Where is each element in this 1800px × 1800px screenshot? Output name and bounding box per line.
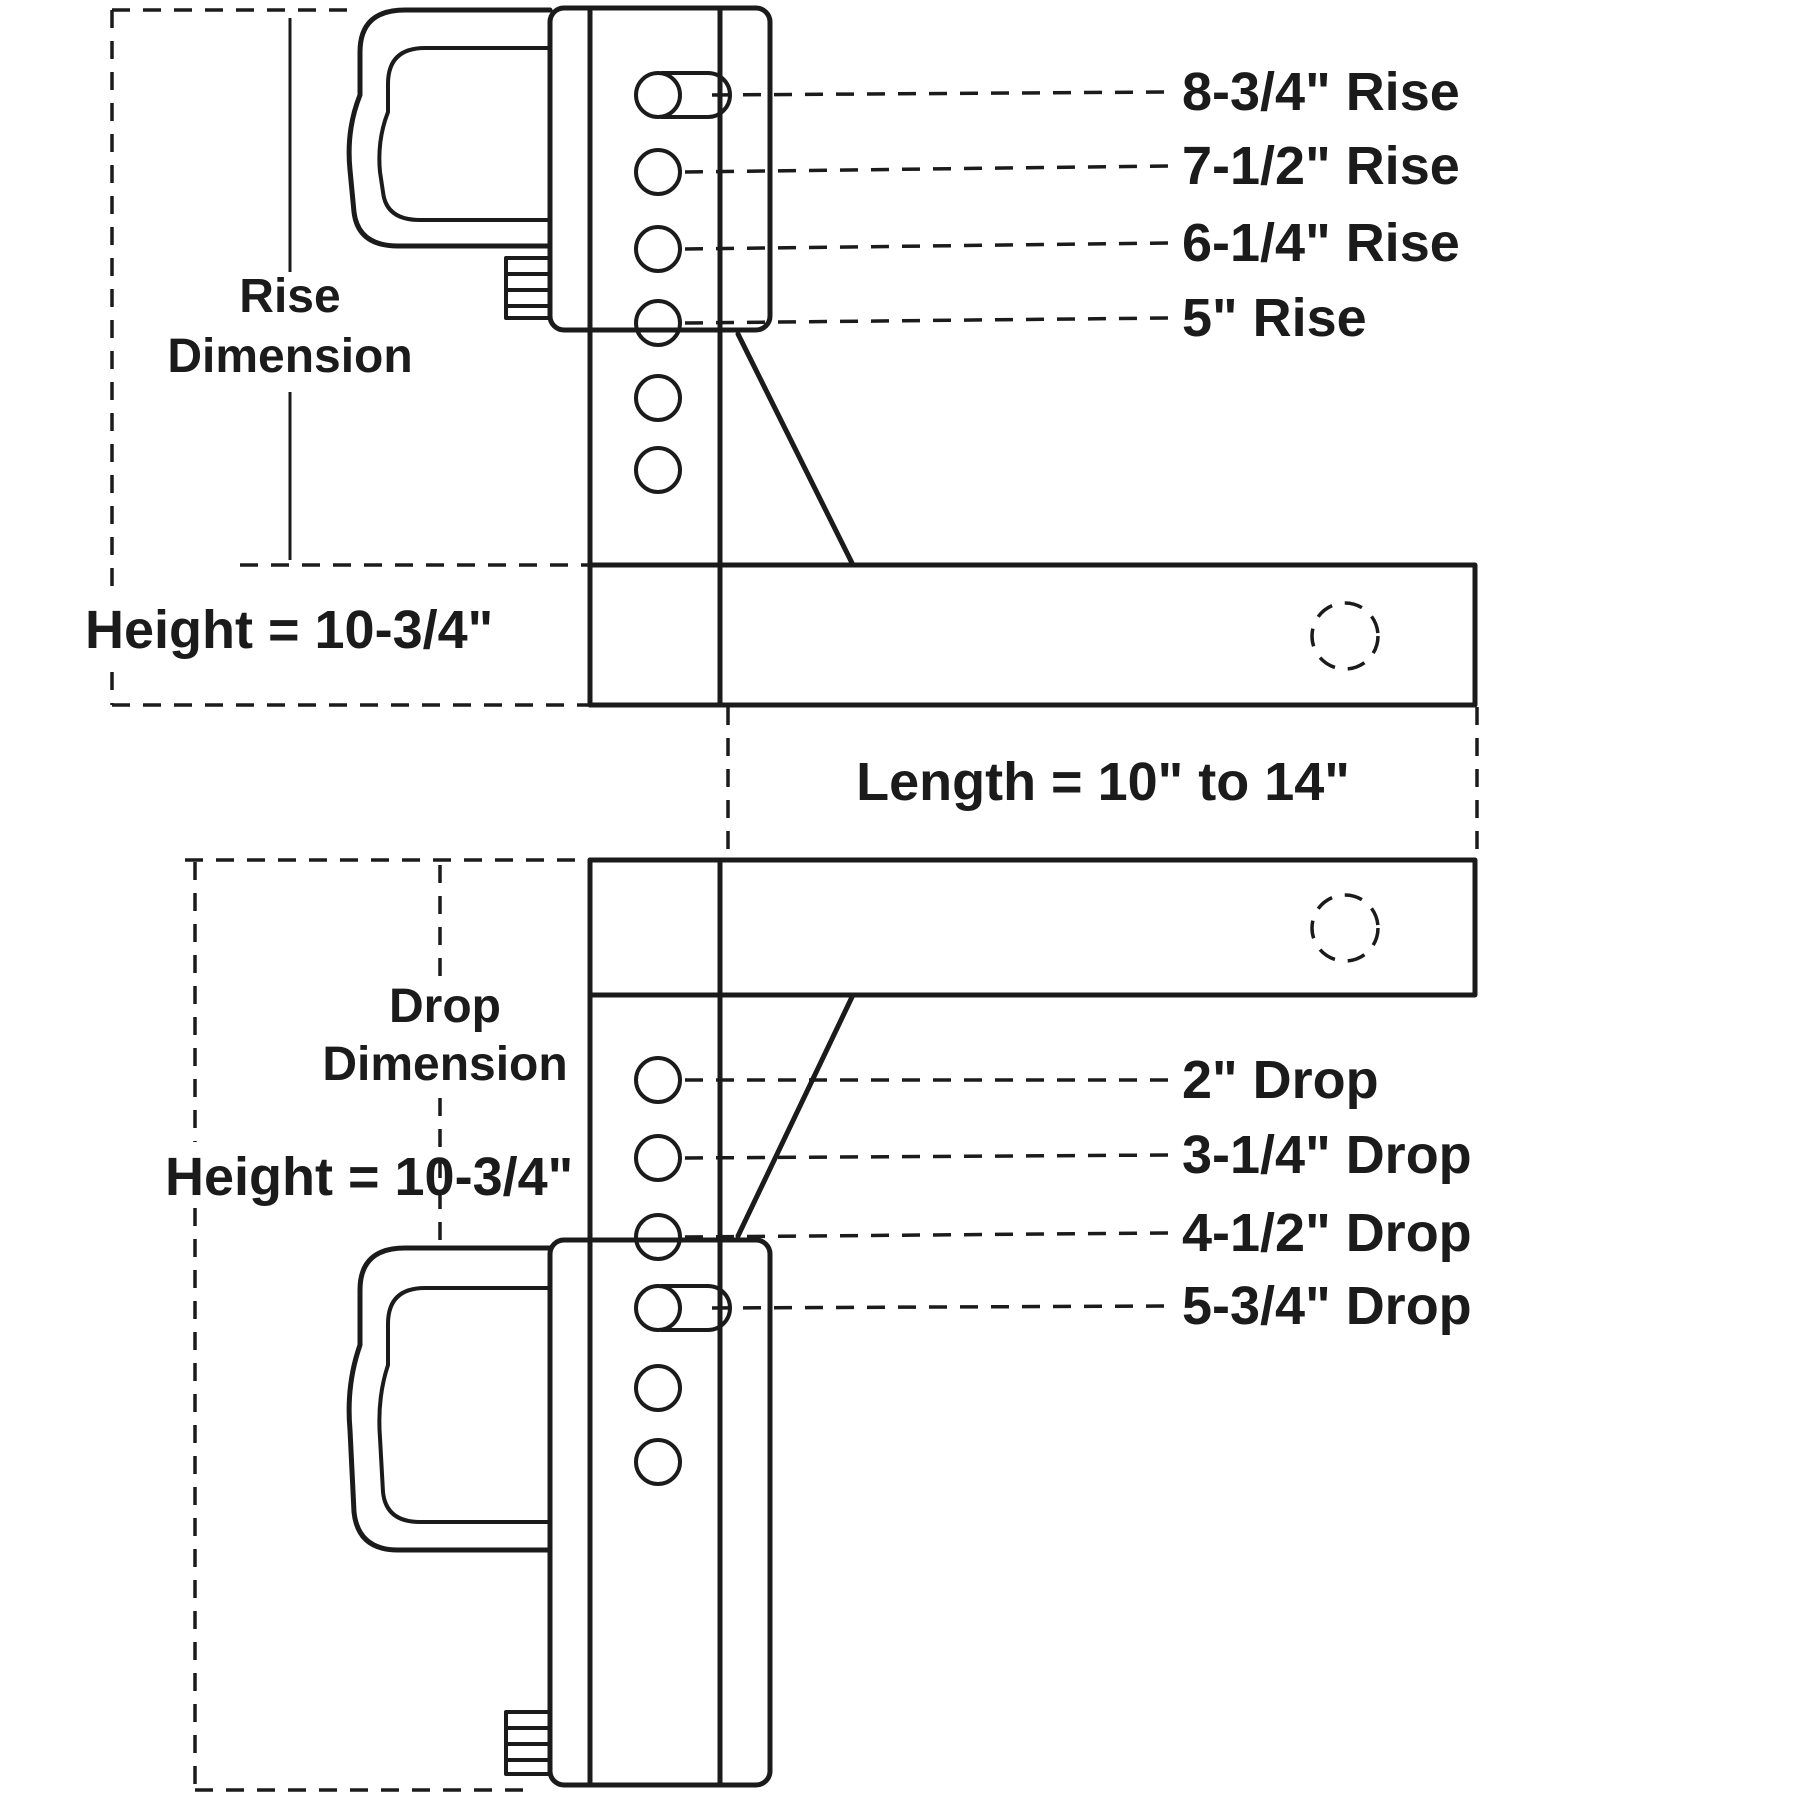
rise-height-label: Height = 10-3/4" (85, 600, 493, 660)
drop-gusset-brace (735, 994, 855, 1239)
drop-hole-label-2: 3-1/4" Drop (1182, 1125, 1472, 1185)
rise-adjustment-holes (634, 71, 732, 494)
drop-shank-bar (587, 857, 1478, 998)
rise-hole-5 (634, 374, 682, 422)
drop-leader-2 (684, 1153, 1169, 1160)
rise-hole-4 (634, 299, 682, 347)
rise-leader-3 (684, 241, 1169, 251)
drop-coupler-inner (377, 1286, 552, 1524)
drop-assembly (346, 857, 1478, 1788)
drop-hole-label-4: 5-3/4" Drop (1182, 1276, 1472, 1336)
drop-leader-3 (684, 1231, 1169, 1239)
rise-coupler-inner (377, 46, 552, 222)
drop-dimension-label-line2: Dimension (322, 1038, 567, 1091)
rise-hole-label-4: 5" Rise (1182, 288, 1367, 348)
rise-upright-bar (587, 5, 723, 708)
rise-hole-label-1: 8-3/4" Rise (1182, 62, 1460, 122)
rise-hole-6 (634, 446, 682, 494)
drop-upright-bar (587, 857, 723, 1788)
rise-hole-label-2: 7-1/2" Rise (1182, 136, 1460, 196)
rise-shank-pin-hole (1310, 601, 1380, 671)
drop-hole-1 (634, 1056, 682, 1104)
drop-hole-2 (634, 1134, 682, 1182)
rise-assembly (346, 5, 1478, 708)
drop-hole-label-1: 2" Drop (1182, 1050, 1379, 1110)
drop-annotations: Drop Dimension Height = 10-3/4" 2" Drop … (165, 858, 1472, 1792)
rise-hole-2 (634, 148, 682, 196)
drop-slider-sleeve (547, 1237, 773, 1788)
drop-dimension-label-line1: Drop (389, 980, 501, 1033)
rise-hole-1 (634, 71, 682, 119)
drop-clamp-bolt (504, 1710, 552, 1776)
rise-hole-label-3: 6-1/4" Rise (1182, 213, 1460, 273)
rise-leader-2 (684, 164, 1169, 174)
drop-hole-5 (634, 1364, 682, 1412)
rise-slider-sleeve (547, 5, 773, 333)
rise-dimension-label-line2: Dimension (167, 330, 412, 383)
rise-leader-1 (711, 90, 1169, 97)
drop-hole-4 (634, 1284, 682, 1332)
rise-shank-bar (587, 562, 1478, 708)
length-annotation: Length = 10" to 14" (726, 707, 1479, 856)
drop-hole-6 (634, 1438, 682, 1486)
rise-coupler-outer (346, 7, 553, 249)
rise-clamp-bolt (504, 256, 552, 320)
rise-annotations: Rise Dimension Height = 10-3/4" 8-3/4" R… (85, 8, 1460, 707)
length-label: Length = 10" to 14" (856, 752, 1350, 812)
drop-hole-3 (634, 1213, 682, 1261)
drop-leader-4 (711, 1304, 1169, 1310)
rise-dimension-label-line1: Rise (239, 270, 340, 323)
drop-adjustment-holes (634, 1056, 732, 1486)
drop-hole-label-3: 4-1/2" Drop (1182, 1203, 1472, 1263)
drop-coupler-outer (346, 1245, 553, 1553)
drop-shank-pin-hole (1310, 893, 1380, 963)
rise-leader-4 (684, 316, 1169, 325)
rise-hole-3 (634, 225, 682, 273)
drop-height-label: Height = 10-3/4" (165, 1147, 573, 1207)
rise-gusset-brace (735, 331, 855, 566)
